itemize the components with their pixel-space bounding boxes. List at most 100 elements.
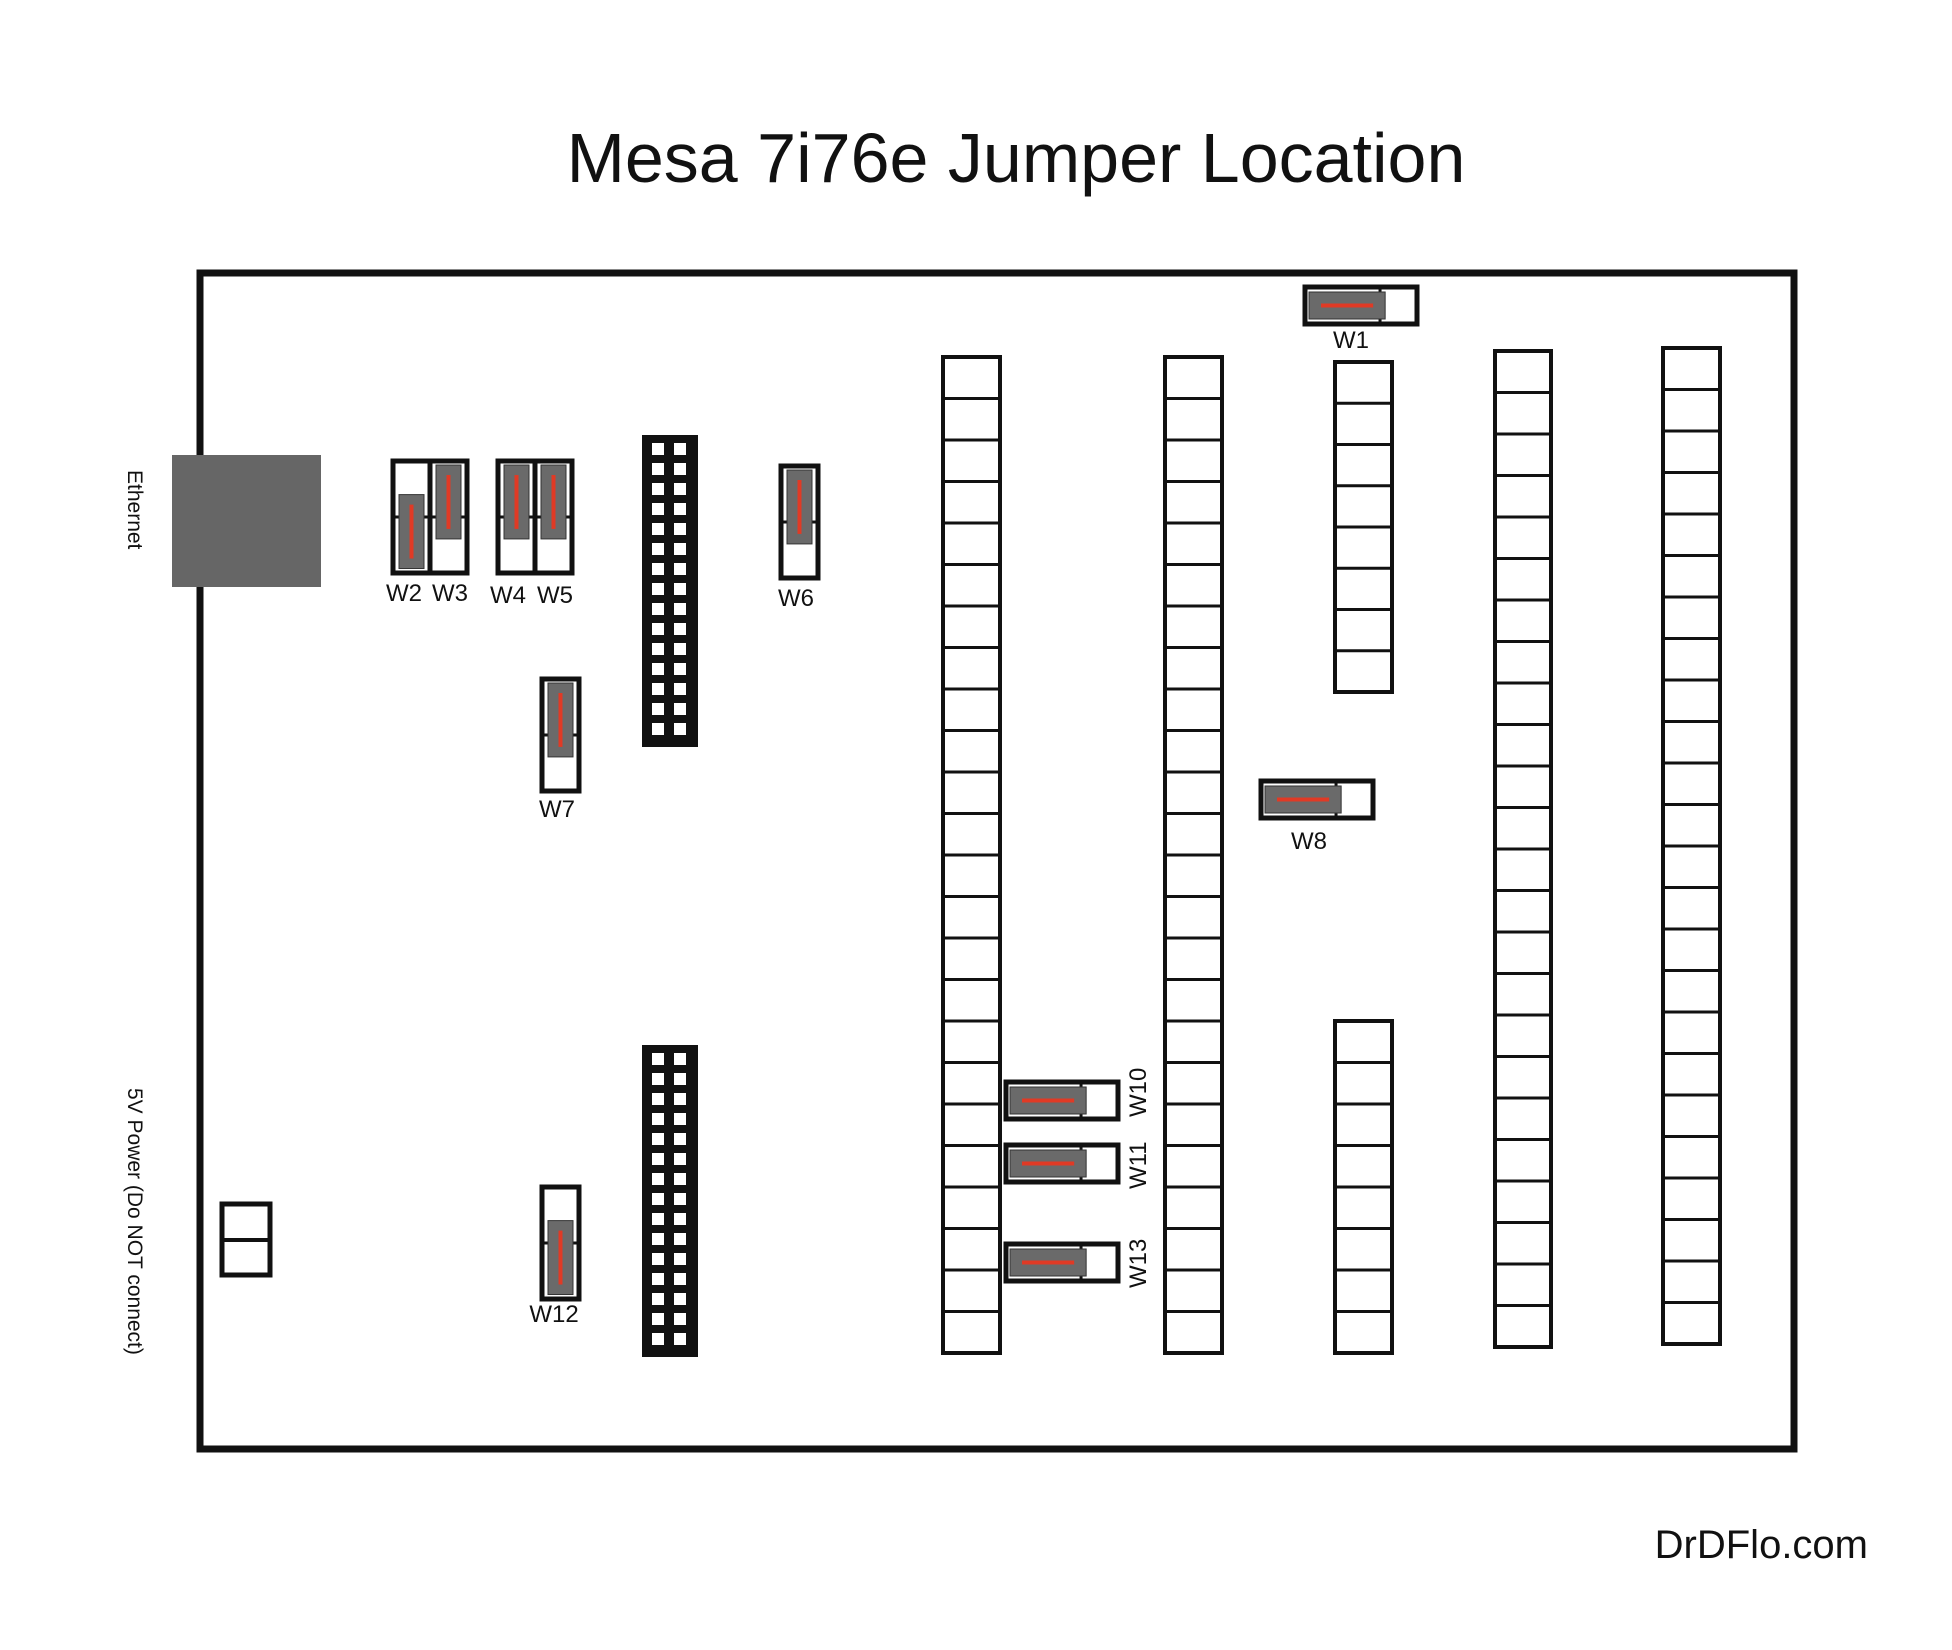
header-pin [674, 503, 686, 515]
header-pin [652, 563, 664, 575]
jumper-w10 [1003, 1079, 1121, 1122]
label-w8: W8 [1291, 828, 1327, 855]
header-pin [652, 663, 664, 675]
header-pin [652, 683, 664, 695]
header-body [642, 1045, 698, 1357]
power-label: 5V Power (Do NOT connect) [123, 1088, 146, 1355]
header-pin [652, 1173, 664, 1185]
header-pin [674, 703, 686, 715]
pin-header-top [642, 435, 698, 747]
jumper-w8 [1258, 778, 1376, 821]
header-pin [652, 583, 664, 595]
label-w12: W12 [529, 1301, 578, 1328]
header-pin [652, 463, 664, 475]
header-pin [674, 1333, 686, 1345]
header-pin [652, 1213, 664, 1225]
header-pin [674, 643, 686, 655]
header-pin [674, 603, 686, 615]
header-pin [652, 623, 664, 635]
ethernet-label: Ethernet [123, 470, 146, 550]
label-w2: W2 [386, 580, 422, 607]
header-body [642, 435, 698, 747]
header-pin [674, 1053, 686, 1065]
label-w1: W1 [1333, 327, 1369, 354]
header-pin [674, 1173, 686, 1185]
header-pin [652, 723, 664, 735]
header-pin [652, 1153, 664, 1165]
header-pin [652, 1233, 664, 1245]
header-pin [652, 643, 664, 655]
label-w13: W13 [1125, 1239, 1152, 1288]
jumper-w12 [539, 1184, 582, 1302]
header-pin [674, 443, 686, 455]
jumper-w4 [495, 458, 538, 576]
header-pin [674, 523, 686, 535]
header-pin [674, 1073, 686, 1085]
header-pin [674, 723, 686, 735]
header-pin [674, 1113, 686, 1125]
header-pin [674, 1233, 686, 1245]
header-pin [652, 1253, 664, 1265]
jumper-w13 [1003, 1241, 1121, 1284]
header-pin [652, 543, 664, 555]
jumper-w6 [778, 463, 821, 581]
header-pin [652, 1193, 664, 1205]
header-pin [674, 483, 686, 495]
header-pin [652, 1053, 664, 1065]
terminal-strip [1333, 360, 1394, 694]
jumper-w5 [532, 458, 575, 576]
terminal-strip [1493, 349, 1553, 1349]
header-pin [674, 1273, 686, 1285]
header-pin [652, 1133, 664, 1145]
header-pin [674, 543, 686, 555]
label-w11: W11 [1125, 1141, 1152, 1189]
header-pin [674, 1213, 686, 1225]
header-pin [652, 603, 664, 615]
header-pin [652, 1313, 664, 1325]
header-pin [674, 1133, 686, 1145]
header-pin [652, 443, 664, 455]
diagram-title: Mesa 7i76e Jumper Location [567, 119, 1466, 197]
header-pin [652, 703, 664, 715]
label-w4: W4 [490, 582, 526, 609]
header-pin [652, 1273, 664, 1285]
board-outline [196, 269, 1798, 1453]
jumper-w11 [1003, 1142, 1121, 1185]
header-pin [652, 1113, 664, 1125]
ethernet-port [172, 455, 321, 587]
label-w10: W10 [1125, 1068, 1152, 1117]
power-connector [219, 1201, 273, 1278]
jumper-w7 [539, 676, 582, 794]
site-credit: DrDFlo.com [1655, 1523, 1868, 1567]
terminal-strips [941, 346, 1722, 1355]
header-pin [652, 483, 664, 495]
pin-header-bottom [642, 1045, 698, 1357]
terminal-strip [1661, 346, 1722, 1346]
header-pin [674, 563, 686, 575]
jumper-w3 [427, 458, 470, 576]
header-pin [674, 1153, 686, 1165]
header-pin [652, 523, 664, 535]
jumpers [390, 284, 1420, 1302]
header-pin [674, 1193, 686, 1205]
header-pin [652, 1293, 664, 1305]
header-pin [674, 683, 686, 695]
header-pin [652, 1333, 664, 1345]
header-pin [652, 1073, 664, 1085]
header-pin [674, 463, 686, 475]
header-pin [674, 1093, 686, 1105]
jumper-w1 [1302, 284, 1420, 327]
terminal-strip [1163, 355, 1224, 1355]
header-pin [652, 1093, 664, 1105]
terminal-strip [1333, 1019, 1394, 1355]
terminal-strip [941, 355, 1002, 1355]
header-pin [674, 623, 686, 635]
label-w6: W6 [778, 585, 814, 612]
header-pin [674, 1293, 686, 1305]
jumper-w2 [390, 458, 433, 576]
header-pin [674, 1313, 686, 1325]
label-w5: W5 [537, 582, 573, 609]
header-pin [652, 503, 664, 515]
label-w7: W7 [539, 796, 575, 823]
